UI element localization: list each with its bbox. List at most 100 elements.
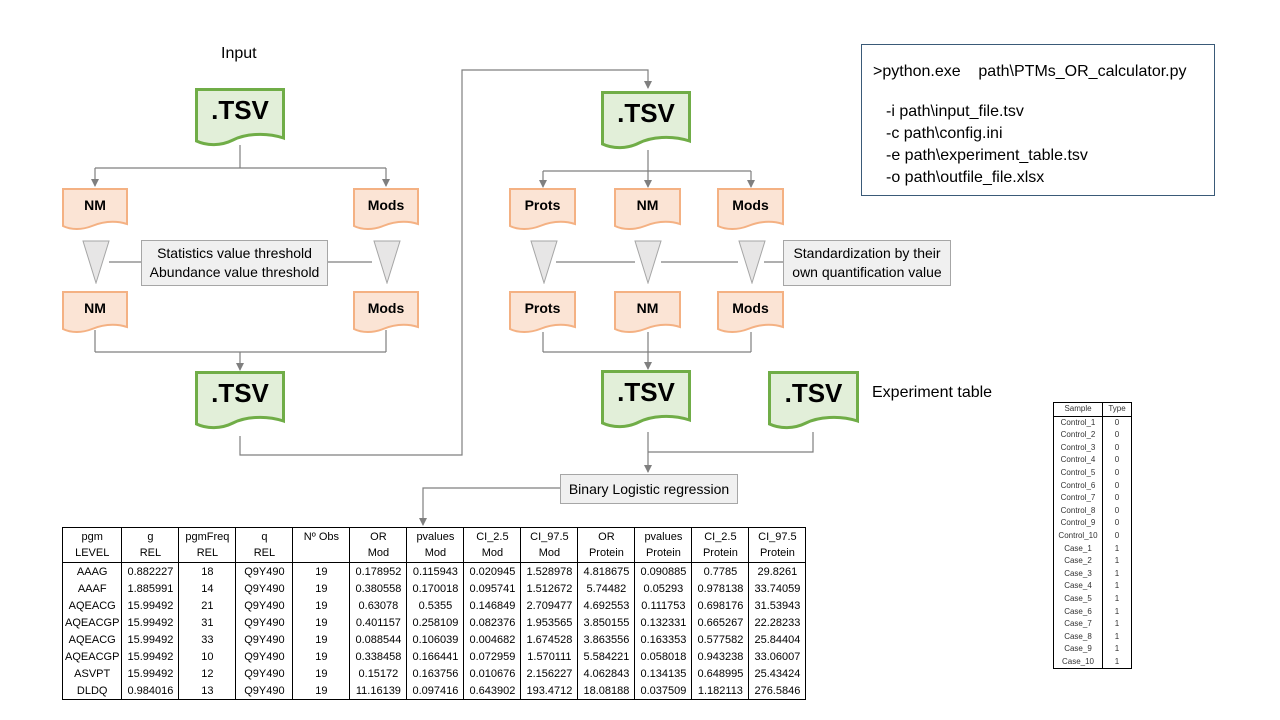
tsv-label: .TSV <box>617 98 675 128</box>
filter-triangle <box>373 240 401 284</box>
column-header-line: CI_97.5 <box>758 531 797 543</box>
table-cell: Q9Y490 <box>235 631 294 648</box>
table-cell: 276.5846 <box>748 682 807 700</box>
column-header: Sample <box>1053 402 1103 417</box>
table-cell: Case_3 <box>1053 567 1103 581</box>
table-cell: 0.15172 <box>349 665 408 682</box>
table-cell: Q9Y490 <box>235 648 294 665</box>
table-cell: 0.401157 <box>349 614 408 631</box>
table-cell: 19 <box>292 597 351 614</box>
table-cell: 1.885991 <box>121 580 180 597</box>
right-mods-document: Mods <box>717 188 784 232</box>
table-cell: 0.5355 <box>406 597 465 614</box>
table-cell: 21 <box>178 597 237 614</box>
table-cell: Case_5 <box>1053 592 1103 606</box>
column-header-line: REL <box>253 547 276 559</box>
column-header-line: Nº Obs <box>303 531 339 543</box>
right-prots-document: Prots <box>509 188 576 232</box>
table-cell: 0 <box>1102 529 1132 543</box>
tsv-label: .TSV <box>784 378 843 408</box>
table-cell: 0.111753 <box>634 597 693 614</box>
column-header-line: Mod <box>424 547 447 559</box>
table-cell: 0 <box>1102 517 1132 530</box>
table-cell: 0 <box>1102 466 1132 480</box>
filter-triangle <box>82 240 110 284</box>
column-header-line: OR <box>370 531 387 543</box>
table-cell: 12 <box>178 665 237 682</box>
column-header-line: Protein <box>702 547 738 559</box>
table-cell: 0.170018 <box>406 580 465 597</box>
nm-label: NM <box>84 197 106 213</box>
table-cell: 0.082376 <box>463 614 522 631</box>
table-cell: 1 <box>1102 580 1132 593</box>
table-cell: Control_3 <box>1053 441 1103 455</box>
table-cell: 0.338458 <box>349 648 408 665</box>
table-cell: 0.665267 <box>691 614 750 631</box>
table-cell: 0 <box>1102 504 1132 518</box>
table-cell: 19 <box>292 665 351 682</box>
table-cell: 1 <box>1102 643 1132 656</box>
table-cell: 0.037509 <box>634 682 693 700</box>
column-header-line: CI_97.5 <box>530 531 569 543</box>
table-cell: Q9Y490 <box>235 665 294 682</box>
table-cell: Case_8 <box>1053 630 1103 644</box>
table-cell: 15.99492 <box>121 648 180 665</box>
table-cell: 0.943238 <box>691 648 750 665</box>
table-cell: 1 <box>1102 592 1132 606</box>
standardize-triangle <box>634 240 662 284</box>
table-cell: 0.380558 <box>349 580 408 597</box>
column-header-line: Mod <box>481 547 504 559</box>
table-cell: 0.978138 <box>691 580 750 597</box>
tsv-label: .TSV <box>617 377 675 407</box>
table-cell: ASVPT <box>61 665 123 682</box>
table-cell: 0.010676 <box>463 665 522 682</box>
regression-box: Binary Logistic regression <box>560 474 738 504</box>
table-cell: 0.020945 <box>463 562 522 580</box>
table-cell: 3.863556 <box>577 631 636 648</box>
nm-label: NM <box>636 197 659 213</box>
table-cell: 0 <box>1102 441 1132 455</box>
table-cell: 0.004682 <box>463 631 522 648</box>
table-cell: 5.74482 <box>577 580 636 597</box>
table-cell: 0 <box>1102 454 1132 467</box>
table-cell: 0.643902 <box>463 682 522 700</box>
table-cell: 1.182113 <box>691 682 750 700</box>
table-cell: 15.99492 <box>121 597 180 614</box>
table-cell: 0.088544 <box>349 631 408 648</box>
input-label: Input <box>221 45 257 62</box>
mods-label: Mods <box>367 197 405 213</box>
table-cell: 0 <box>1102 416 1132 430</box>
table-cell: Case_4 <box>1053 580 1103 593</box>
table-cell: Q9Y490 <box>235 562 294 580</box>
column-header-line: Protein <box>588 547 624 559</box>
table-cell: 0 <box>1102 479 1132 493</box>
table-cell: 0.134135 <box>634 665 693 682</box>
table-cell: 4.062843 <box>577 665 636 682</box>
table-cell: 19 <box>292 648 351 665</box>
table-cell: 15.99492 <box>121 631 180 648</box>
left-mods-document: Mods <box>353 188 419 232</box>
standardization-line: Standardization by their <box>793 245 941 261</box>
table-cell: Q9Y490 <box>235 580 294 597</box>
table-cell: Control_8 <box>1053 504 1103 518</box>
